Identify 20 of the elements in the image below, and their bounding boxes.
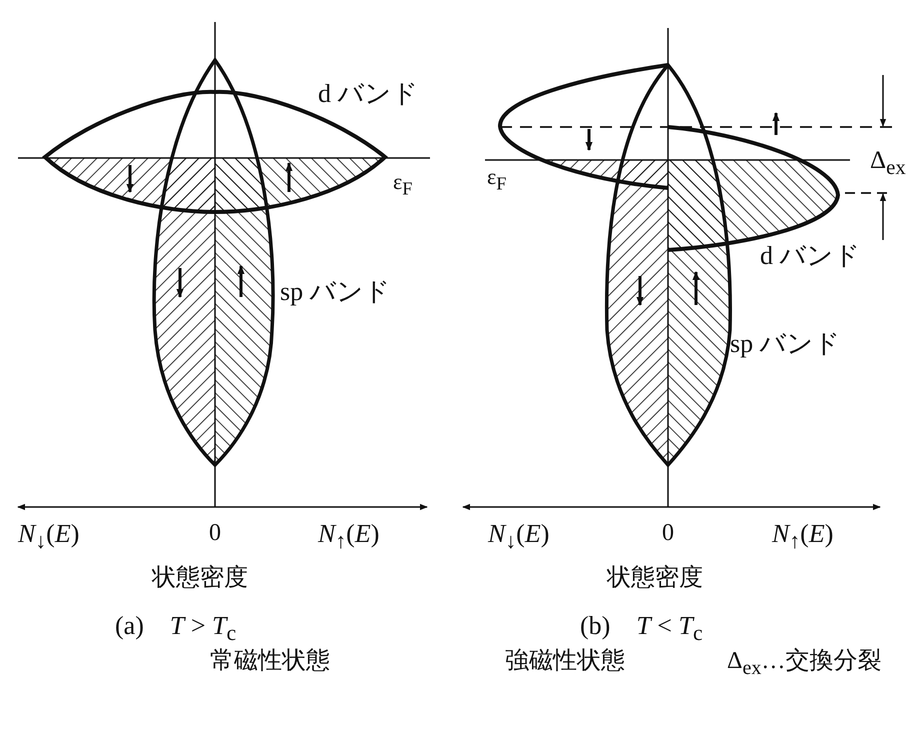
panel-caption: (a) T > T$_{c}$ <box>115 612 236 646</box>
axis-label: N$_{↑}$(E) <box>318 520 380 554</box>
band-label: d バンド <box>760 242 860 271</box>
exchange-splitting-label: Δ$_{ex}$ <box>870 147 906 179</box>
band-label: d バンド <box>318 80 418 109</box>
axis-label: N$_{↓}$(E) <box>18 520 80 554</box>
band-label: sp バンド <box>280 278 391 307</box>
origin-label: 0 <box>662 520 674 546</box>
legend-note: Δ$_{ex}$…交換分裂 <box>727 648 882 679</box>
state-caption: 強磁性状態 <box>505 648 625 674</box>
fermi-level-label: ε$_{F}$ <box>487 165 506 194</box>
axis-label: N$_{↑}$(E) <box>772 520 834 554</box>
origin-label: 0 <box>209 520 221 546</box>
fermi-level-label: ε$_{F}$ <box>393 170 412 199</box>
state-caption: 常磁性状態 <box>210 648 330 674</box>
axis-title: 状態密度 <box>607 565 703 592</box>
panel-caption: (b) T < T$_{c}$ <box>580 612 703 646</box>
axis-label: N$_{↓}$(E) <box>488 520 550 554</box>
band-label: sp バンド <box>730 330 841 359</box>
axis-title: 状態密度 <box>152 565 248 592</box>
